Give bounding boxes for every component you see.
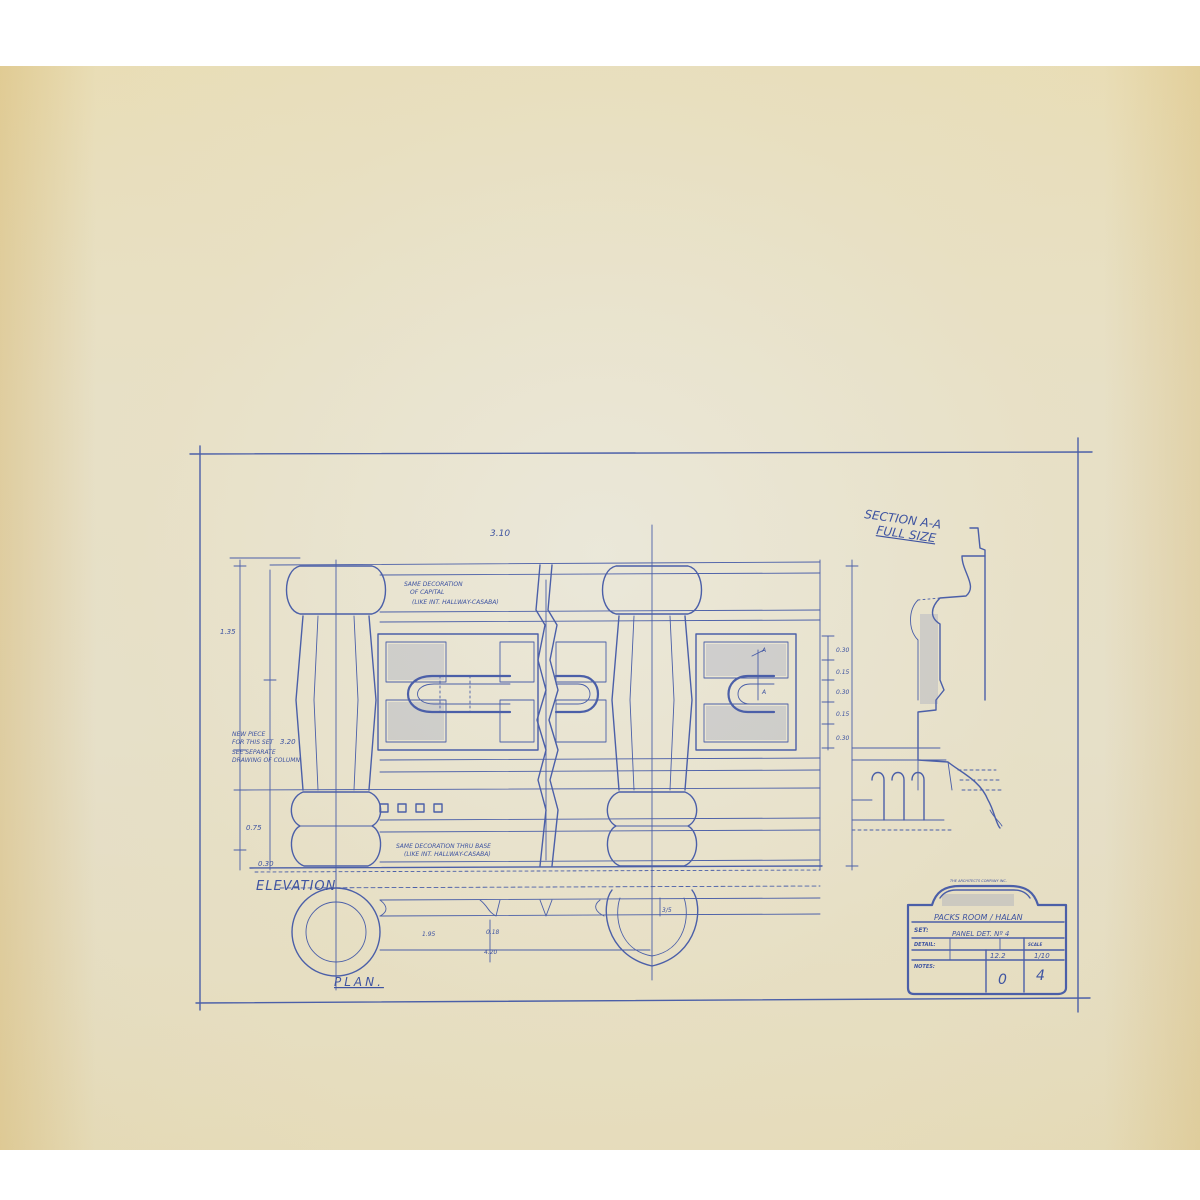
plan-label: PLAN. (334, 975, 384, 989)
title-block-date-value: 12.2 (990, 952, 1006, 960)
left-panel (377, 633, 539, 751)
base-studs (379, 803, 443, 813)
plan-view (279, 869, 821, 991)
section-profile (910, 527, 1005, 829)
title-block-set-value: PACKS ROOM / HALAN (934, 913, 1023, 922)
dimension-base-height: 0.75 (246, 824, 262, 832)
section-marker-bottom: A (761, 689, 766, 696)
plan-dimension-1: 1.95 (422, 931, 436, 938)
plan-dimension-2: 0.18 (486, 929, 500, 936)
title-block-notes-label: NOTES: (914, 964, 935, 970)
right-dimension-lines (821, 559, 859, 871)
break-line (535, 564, 559, 867)
dimension-plinth-height: 0.30 (258, 860, 274, 868)
dimension-capital-height: 1.35 (220, 628, 236, 636)
right-panel (695, 633, 797, 751)
elevation-view (229, 524, 859, 881)
left-dimension-lines (233, 559, 277, 871)
base-note-line-2: (LIKE INT. HALLWAY-CASABA) (404, 851, 491, 858)
capital-note-line-2: OF CAPITAL (410, 589, 444, 596)
new-piece-note-line-3: SEE SEPARATE (232, 749, 276, 756)
section-base-detail (851, 747, 953, 831)
panel-dimension-2: 0.15 (836, 669, 850, 676)
section-cut-marker (751, 649, 765, 701)
plan-dimension-4: 3/5 (662, 907, 672, 914)
section-marker-top: A (761, 647, 766, 654)
title-block-set-number: 0 (998, 972, 1007, 988)
title-block (906, 884, 1068, 996)
panel-dimension-3: 0.30 (836, 689, 850, 696)
new-piece-note-line-4: DRAWING OF COLUMN (232, 757, 300, 764)
panel-dimension-4: 0.15 (836, 711, 850, 718)
panel-dimension-5: 0.30 (836, 735, 850, 742)
base-note-line-1: SAME DECORATION THRU BASE (396, 843, 491, 850)
title-block-set-label: SET: (914, 927, 929, 934)
new-piece-note-line-2: FOR THIS SET (232, 739, 275, 746)
dimension-total-height: 3.20 (280, 738, 296, 746)
capital-note-line-3: (LIKE INT. HALLWAY-CASABA) (412, 599, 499, 606)
title-block-drawing-number: 4 (1036, 968, 1045, 984)
drawing-border (189, 437, 1093, 1013)
title-block-detail-label: DETAIL: (914, 942, 936, 948)
capital-note-line-1: SAME DECORATION (404, 581, 463, 588)
new-piece-note-line-1: NEW PIECE (232, 731, 265, 738)
middle-panel (554, 641, 607, 743)
overall-dimension: 3.10 (490, 529, 510, 539)
right-column (601, 524, 703, 881)
title-block-detail-value: PANEL DET. Nº 4 (952, 930, 1009, 938)
elevation-label: ELEVATION (256, 879, 336, 894)
title-block-scale-label: SCALE (1028, 942, 1042, 947)
title-block-scale-value: 1/10 (1034, 952, 1050, 960)
title-block-header: THE ARCHITECTS COMPANY INC. (950, 879, 1007, 883)
left-column (285, 559, 387, 881)
panel-dimension-1: 0.30 (836, 647, 850, 654)
plan-dimension-3: 4.20 (484, 949, 498, 956)
